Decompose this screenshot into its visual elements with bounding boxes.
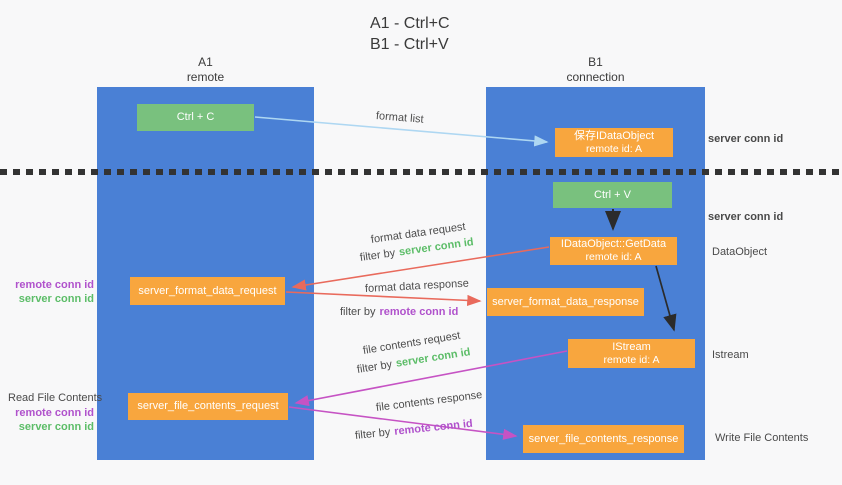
node-save-idataobject: 保存IDataObject remote id: A — [555, 128, 673, 157]
node-server-file-contents-response: server_file_contents_response — [523, 425, 684, 453]
lane-a1-title: A1 — [198, 55, 213, 69]
title-line-1: A1 - Ctrl+C — [370, 15, 450, 32]
server-conn-id-term: server conn id — [18, 420, 94, 433]
node-save-idataobject-line2: remote id: A — [585, 142, 643, 155]
read-file-contents-label: Read File Contents — [8, 392, 103, 404]
lane-a1-subtitle: remote — [186, 70, 225, 84]
server-conn-id-label-top-right: server conn id — [708, 133, 784, 145]
node-getdata-line1: IDataObject::GetData — [560, 238, 667, 250]
node-server-format-data-response: server_format_data_response — [487, 288, 644, 316]
node-ctrl-c-label: Ctrl + C — [176, 111, 215, 123]
arrow-format-data-request — [291, 246, 550, 291]
node-istream-line2: remote id: A — [603, 353, 660, 366]
node-istream: IStream remote id: A — [568, 339, 695, 368]
server-conn-id-label-mid-right: server conn id — [708, 211, 784, 223]
node-save-idataobject-line1: 保存IDataObject — [573, 129, 655, 142]
node-server-file-contents-request: server_file_contents_request — [128, 393, 288, 420]
node-server-format-data-response-label: server_format_data_response — [492, 295, 639, 308]
arrow-file-contents-request — [294, 350, 568, 407]
title-line-2: B1 - Ctrl+V — [370, 36, 449, 53]
filter-by-text: filter by — [340, 306, 376, 318]
lane-header-a1: A1 remote — [97, 55, 314, 85]
istream-label: Istream — [712, 349, 749, 361]
arrow-getdata-to-istream — [655, 265, 677, 332]
node-server-file-contents-request-label: server_file_contents_request — [137, 400, 279, 412]
dataobject-label: DataObject — [712, 246, 768, 258]
node-idataobject-getdata: IDataObject::GetData remote id: A — [550, 237, 677, 265]
conn-id-labels-left-2: remote conn id server conn id — [0, 407, 94, 434]
node-server-format-data-request: server_format_data_request — [130, 277, 285, 305]
lane-header-b1: B1 connection — [487, 55, 704, 85]
node-ctrl-c: Ctrl + C — [137, 104, 254, 131]
diagram-title: A1 - Ctrl+C B1 - Ctrl+V — [370, 13, 450, 55]
conn-id-labels-left-1: remote conn id server conn id — [0, 279, 94, 306]
node-getdata-line2: remote id: A — [585, 251, 642, 263]
remote-conn-id-term: remote conn id — [15, 407, 94, 419]
lane-b1-title: B1 — [588, 55, 603, 69]
node-server-file-contents-response-label: server_file_contents_response — [528, 432, 679, 445]
remote-conn-id-term: remote conn id — [15, 279, 94, 291]
dotted-separator-line — [0, 169, 842, 175]
lane-b1-subtitle: connection — [566, 70, 625, 84]
remote-conn-id-term: remote conn id — [379, 306, 459, 318]
write-file-contents-label: Write File Contents — [715, 432, 809, 444]
arrow-file-contents-response — [288, 406, 518, 440]
node-ctrl-v: Ctrl + V — [553, 182, 672, 208]
server-conn-id-term: server conn id — [18, 292, 94, 305]
arrow-format-data-response — [285, 291, 482, 307]
node-ctrl-v-label: Ctrl + V — [594, 188, 631, 201]
node-istream-line1: IStream — [612, 340, 651, 353]
node-server-format-data-request-label: server_format_data_request — [138, 284, 277, 297]
arrow-format-list — [254, 116, 549, 147]
